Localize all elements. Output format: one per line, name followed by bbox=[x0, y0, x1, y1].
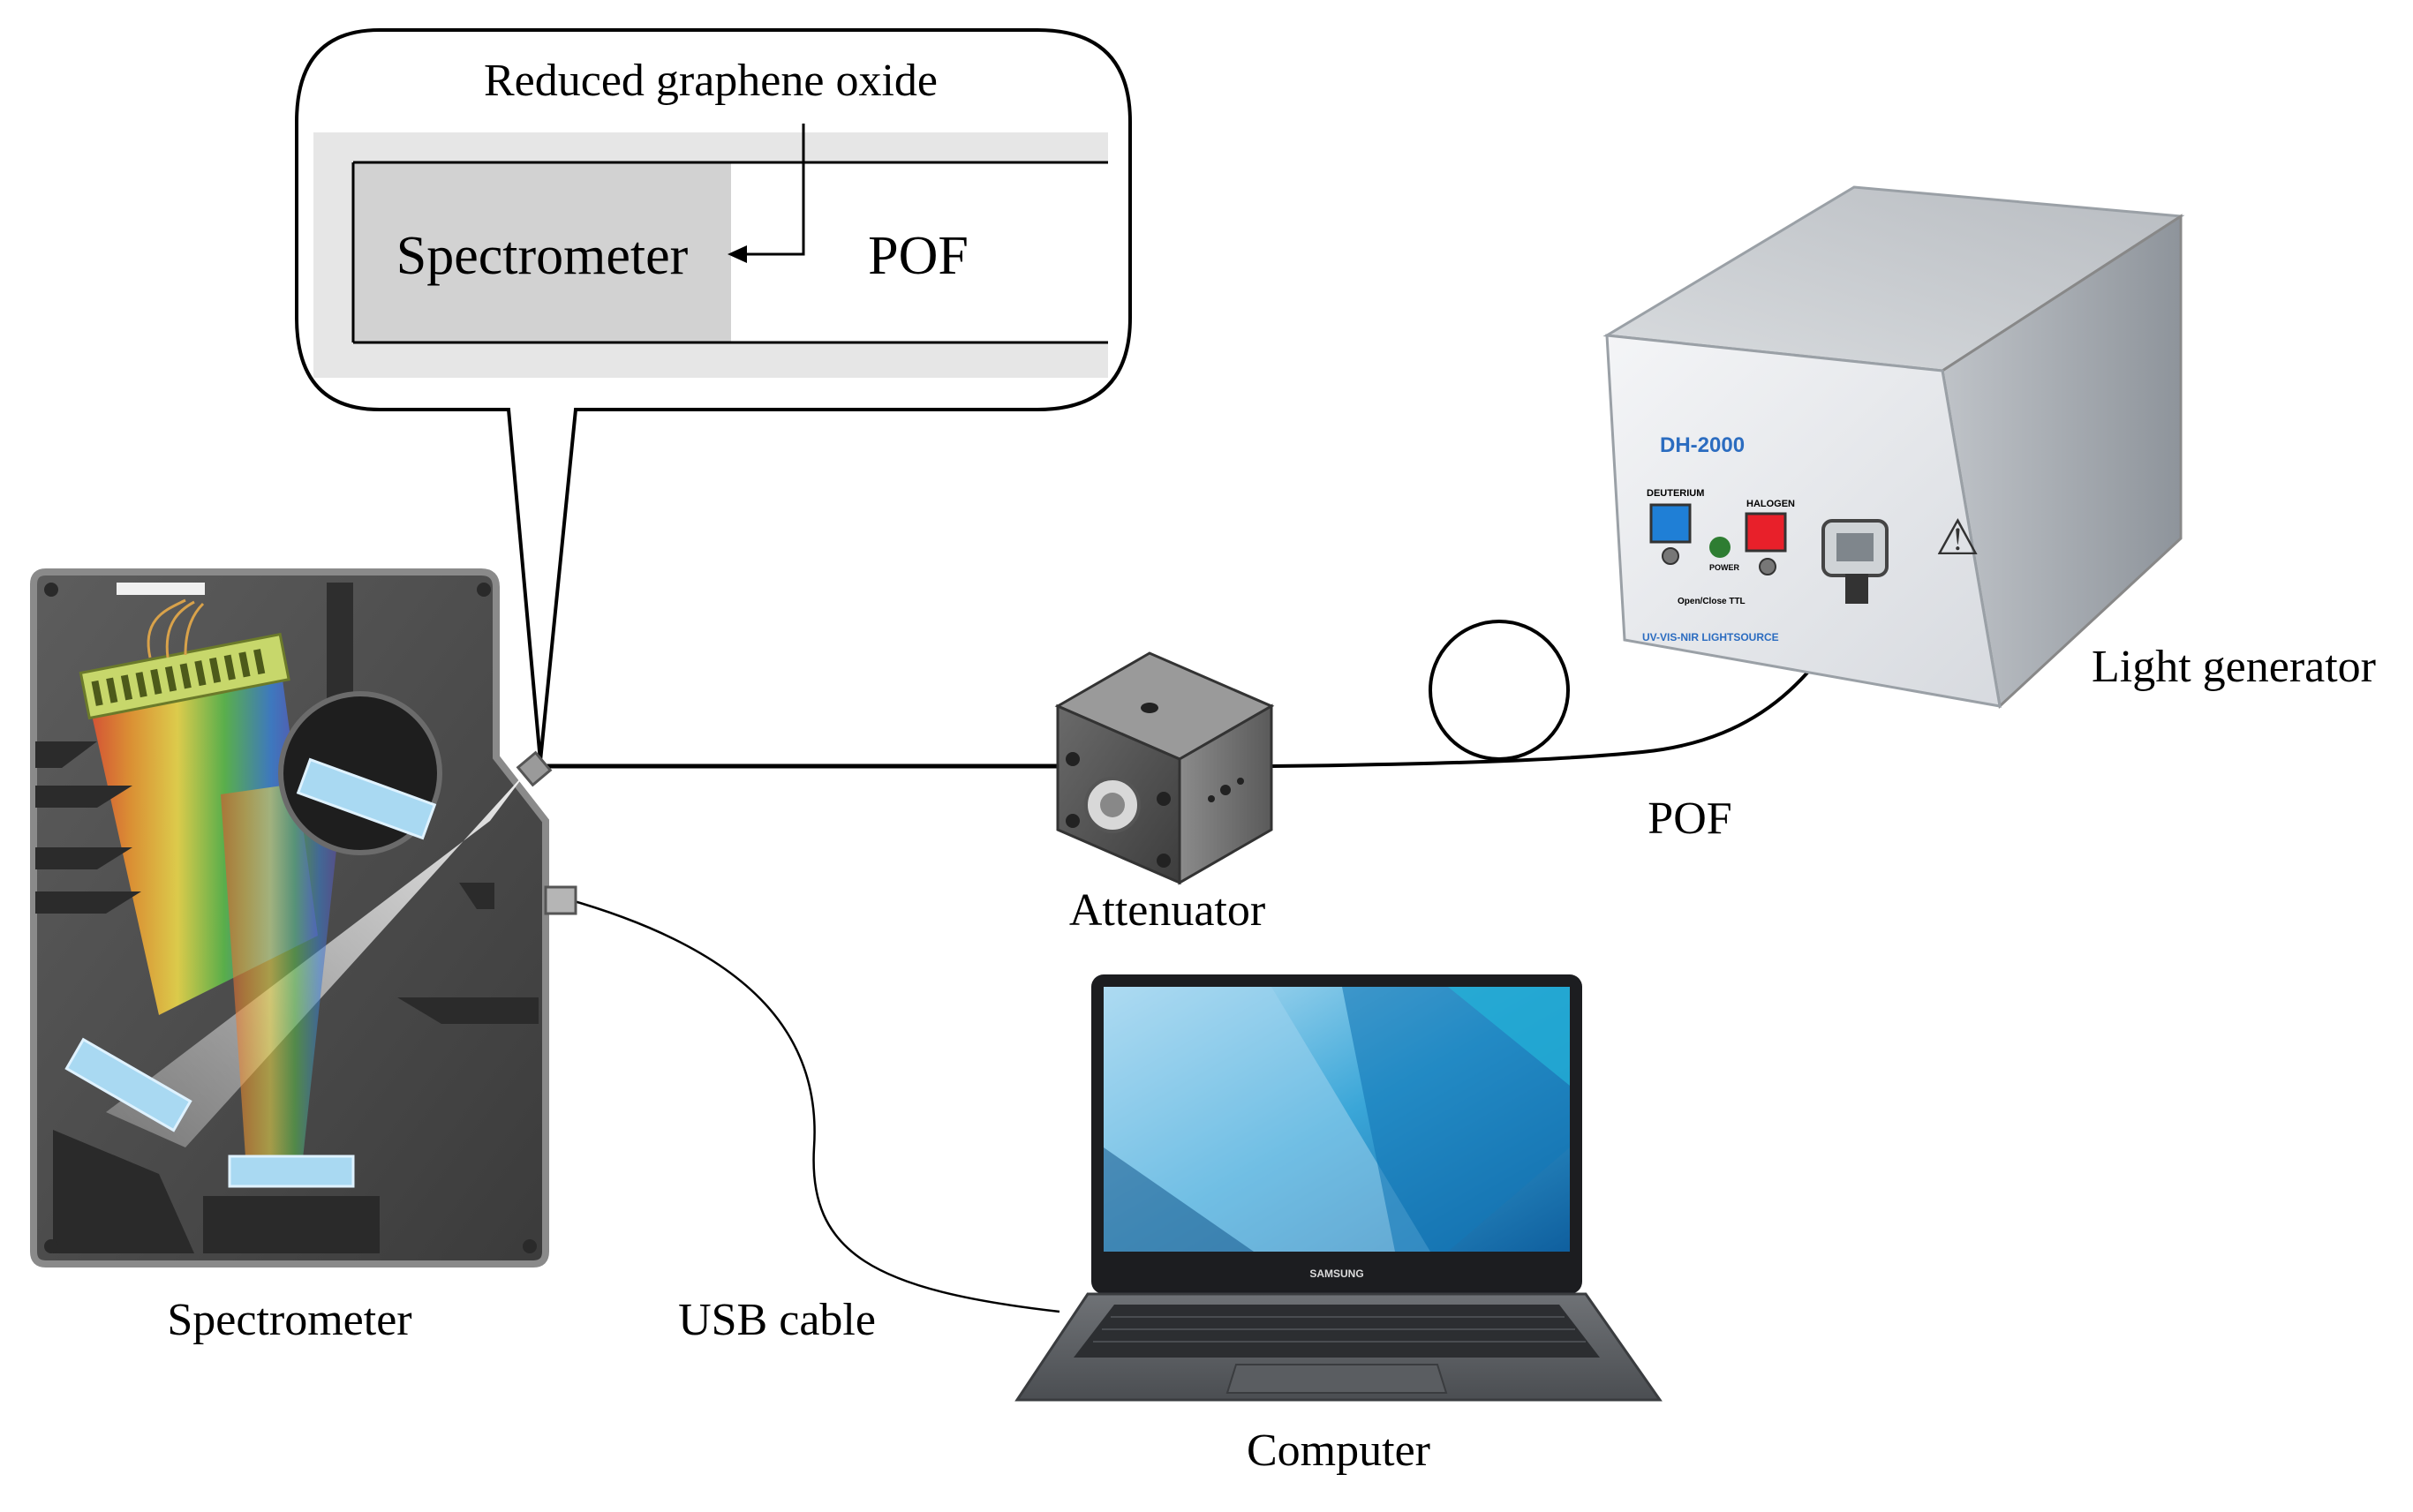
usb-port bbox=[544, 885, 577, 915]
laptop-keyboard bbox=[1074, 1305, 1600, 1358]
power-text: POWER bbox=[1709, 563, 1740, 572]
keyboard-keys bbox=[1093, 1316, 1586, 1343]
usb-cable bbox=[564, 897, 1060, 1313]
arrow-head-icon bbox=[728, 245, 747, 263]
ttl-text: Open/Close TTL bbox=[1678, 597, 1746, 606]
slit-window bbox=[117, 583, 205, 595]
laptop-computer: SAMSUNG bbox=[1014, 974, 1663, 1402]
light-generator-label: Light generator bbox=[2092, 642, 2376, 692]
generator-footer-text: UV-VIS-NIR LIGHTSOURCE bbox=[1642, 631, 1779, 643]
deuterium-button[interactable] bbox=[1649, 503, 1692, 544]
fiber-connector-icon bbox=[1821, 519, 1889, 604]
callout-spectrometer-block bbox=[353, 162, 731, 342]
pof-label: POF bbox=[1648, 794, 1731, 844]
callout-arrow bbox=[738, 124, 805, 256]
attenuator-device bbox=[1054, 651, 1275, 885]
focused-spectrum bbox=[221, 777, 344, 1183]
deuterium-text: DEUTERIUM bbox=[1647, 488, 1704, 499]
usb-cable-label: USB cable bbox=[678, 1295, 876, 1345]
fiber-port bbox=[516, 750, 553, 787]
laptop-brand-text: SAMSUNG bbox=[1309, 1268, 1363, 1280]
spectrometer-device bbox=[30, 568, 577, 1268]
baffles bbox=[35, 741, 539, 1024]
callout-title: Reduced graphene oxide bbox=[484, 56, 938, 106]
collimating-mirror bbox=[64, 1037, 192, 1132]
light-generator-device: DH-2000 DEUTERIUM HALOGEN POWER Open/Clo… bbox=[1602, 185, 2185, 709]
callout-pof-label: POF bbox=[868, 226, 969, 286]
generator-model-text: DH-2000 bbox=[1660, 433, 1745, 457]
halogen-knob-icon bbox=[1759, 558, 1776, 575]
spectrometer-label: Spectrometer bbox=[167, 1295, 411, 1345]
generator-front bbox=[1605, 334, 2002, 708]
computer-label: Computer bbox=[1247, 1425, 1430, 1476]
laptop-touchpad bbox=[1225, 1364, 1448, 1394]
deuterium-knob-icon bbox=[1662, 547, 1679, 565]
detector-array bbox=[79, 632, 290, 720]
grating-mirror bbox=[296, 757, 437, 840]
callout-bubble: Reduced graphene oxide Spectrometer POF bbox=[295, 28, 1132, 762]
callout-pof-block bbox=[731, 162, 1108, 342]
attenuator-label: Attenuator bbox=[1069, 885, 1265, 936]
halogen-button[interactable] bbox=[1745, 512, 1787, 553]
callout-spectrometer-label: Spectrometer bbox=[396, 226, 689, 286]
halogen-text: HALOGEN bbox=[1746, 499, 1795, 509]
warning-icon: ⚠ bbox=[1935, 509, 1979, 567]
focusing-mirror bbox=[228, 1155, 355, 1188]
pof-coil-icon bbox=[1429, 620, 1570, 761]
power-led-icon bbox=[1709, 537, 1731, 558]
